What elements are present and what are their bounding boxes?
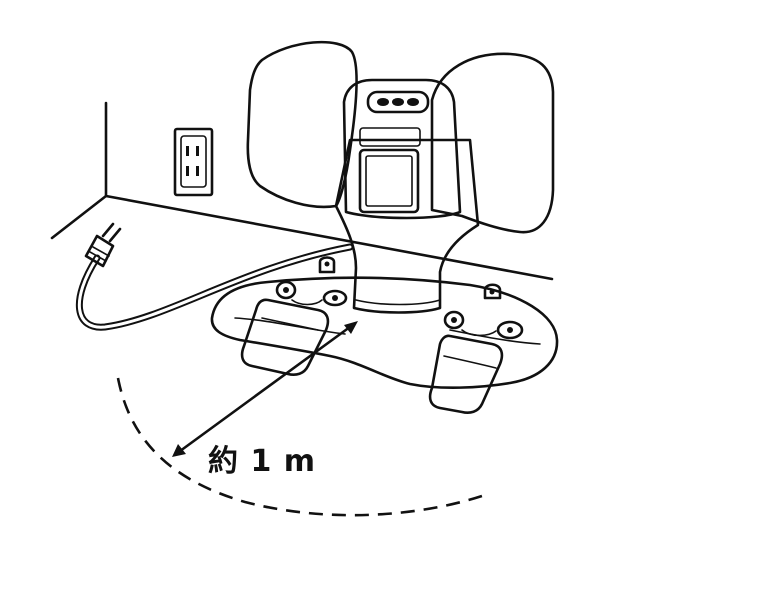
distance-label: 約 1 m bbox=[208, 444, 317, 479]
base-hooks bbox=[318, 256, 502, 300]
massager-column bbox=[334, 138, 480, 314]
distance-arrow-icon bbox=[172, 321, 358, 457]
right-wing-pad bbox=[430, 52, 555, 234]
massager-base bbox=[210, 276, 559, 389]
room-corner bbox=[50, 101, 554, 281]
left-foot-pad bbox=[240, 298, 330, 377]
control-head bbox=[342, 78, 462, 220]
left-wing-pad bbox=[246, 40, 358, 209]
foot-rollers bbox=[275, 280, 524, 340]
power-cord bbox=[75, 243, 354, 331]
clearance-arc-icon bbox=[116, 377, 483, 517]
power-plug-icon bbox=[84, 222, 122, 268]
right-foot-pad bbox=[428, 334, 504, 415]
wall-outlet-icon bbox=[173, 127, 214, 197]
